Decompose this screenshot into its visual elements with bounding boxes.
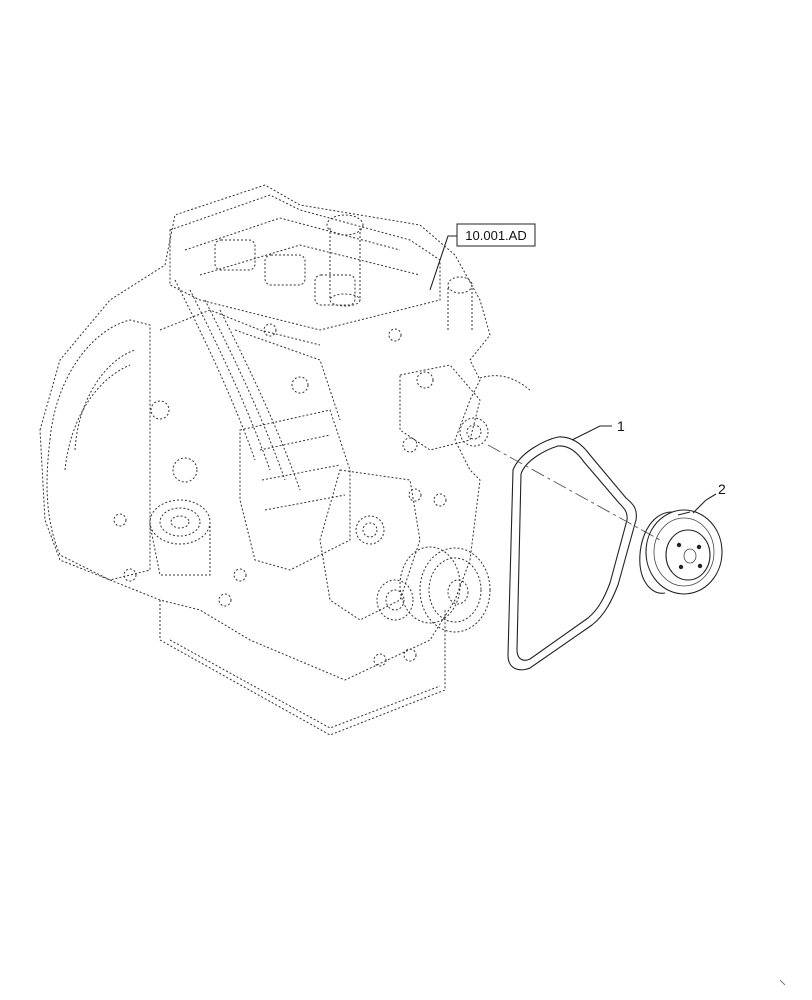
- corner-mark: [779, 979, 786, 986]
- oil-filler-cap: [326, 214, 364, 236]
- timing-cover: [319, 469, 421, 621]
- part-2-number: 2: [718, 481, 726, 497]
- water-pump-hub: [459, 417, 489, 447]
- injection-pump: [239, 409, 351, 571]
- pulley-bolt-hole: [676, 542, 682, 548]
- v-belt-outer: [507, 436, 637, 671]
- part-2-leader: [692, 493, 717, 514]
- part-1-leader: [571, 425, 612, 441]
- reference-leader: [429, 235, 457, 291]
- engine-assembly: [39, 184, 531, 736]
- part-1-v-belt[interactable]: 1: [507, 418, 637, 671]
- water-pump-housing: [399, 364, 481, 451]
- alternator: [376, 579, 414, 621]
- crankshaft-pulley: [419, 547, 491, 633]
- reference-label: 10.001.AD: [465, 228, 526, 243]
- reference-box[interactable]: [456, 223, 536, 247]
- part-1-number: 1: [617, 418, 625, 434]
- pulley-front-face: [645, 509, 723, 595]
- pulley-bolt-hole: [697, 563, 703, 569]
- cylinder-head: [169, 194, 441, 331]
- engine-oil-pan: [159, 600, 446, 736]
- pulley-hub: [665, 529, 711, 581]
- pulley-bolt-hole: [678, 564, 684, 570]
- part-2-pulley[interactable]: 2: [639, 481, 726, 595]
- oil-filter: [149, 499, 211, 545]
- reference-callout[interactable]: 10.001.AD: [429, 223, 536, 291]
- starter: [172, 457, 198, 483]
- thermostat-outlet: [447, 276, 473, 294]
- v-belt-inner: [516, 445, 628, 661]
- pulley-bore: [683, 548, 697, 564]
- pulley-bolt-hole: [696, 544, 702, 550]
- pulley-back-rim: [639, 511, 673, 594]
- assembly-center-line: [487, 444, 661, 541]
- flywheel-housing: [46, 319, 151, 581]
